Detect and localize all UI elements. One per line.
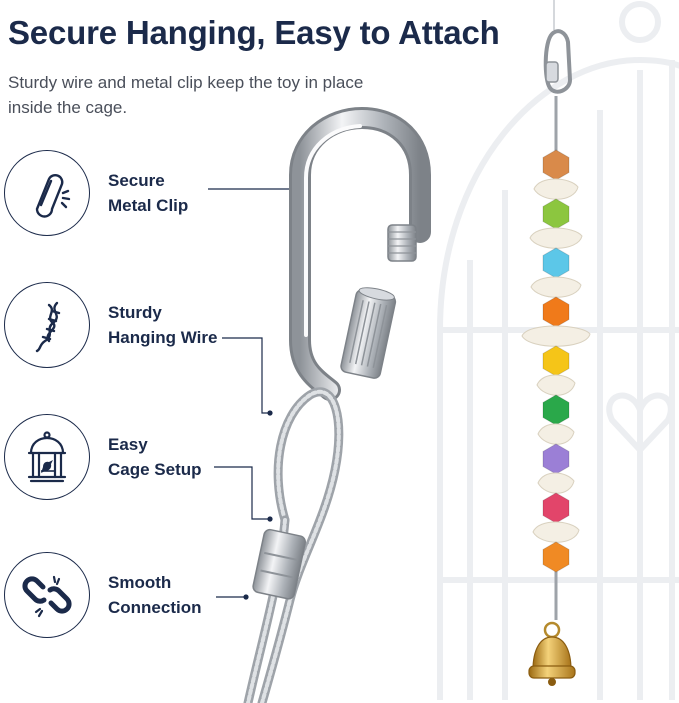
feature-icon-circle (4, 150, 90, 236)
feature-label-line2: Metal Clip (108, 196, 189, 215)
twisted-wire-icon (35, 301, 61, 353)
toy-bead (542, 492, 570, 524)
feature-label: Sturdy Hanging Wire (108, 300, 238, 350)
birdcage-icon (27, 431, 67, 483)
toy-bead (542, 345, 570, 377)
feature-label-line2: Connection (108, 598, 202, 617)
toy-cuttlebone-chip (537, 472, 575, 494)
chain-link-icon (22, 575, 72, 618)
toy-bead (542, 443, 570, 475)
feature-label-line2: Hanging Wire (108, 328, 218, 347)
feature-sturdy-hanging-wire: Sturdy Hanging Wire (4, 282, 234, 372)
toy-cuttlebone-chip (521, 325, 591, 347)
toy-cuttlebone-chip (532, 521, 580, 543)
toy-bead (542, 198, 570, 230)
feature-icon-circle (4, 414, 90, 500)
toy-cuttlebone-chip (537, 423, 575, 445)
toy-cuttlebone-chip (529, 227, 583, 249)
toy-clip (543, 29, 573, 94)
feature-icon-circle (4, 282, 90, 368)
feature-smooth-connection: Smooth Connection (4, 552, 234, 642)
toy-cuttlebone-chip (536, 374, 576, 396)
callout-lines (208, 186, 305, 600)
feature-label-line1: Easy (108, 435, 148, 454)
feature-label-line1: Secure (108, 171, 165, 190)
toy-cuttlebone-chip (530, 276, 582, 298)
toy-bead (542, 394, 570, 426)
feature-label-line1: Sturdy (108, 303, 162, 322)
background-birdcage (437, 1, 679, 700)
crimp-ferrule (252, 528, 307, 600)
toy-cuttlebone-chip (533, 178, 579, 200)
toy-beads (521, 149, 591, 573)
toy-bead (542, 149, 570, 181)
toy-bead (542, 541, 570, 573)
feature-label: Easy Cage Setup (108, 432, 238, 482)
feature-label-line1: Smooth (108, 573, 172, 592)
feature-label: Smooth Connection (108, 570, 238, 620)
feature-easy-cage-setup: Easy Cage Setup (4, 414, 234, 504)
feature-label: Secure Metal Clip (108, 168, 238, 218)
page-title: Secure Hanging, Easy to Attach (8, 14, 500, 51)
feature-secure-metal-clip: Secure Metal Clip (4, 150, 234, 240)
bell-icon (528, 621, 576, 686)
toy-bead (542, 296, 570, 328)
page-subtitle: Sturdy wire and metal clip keep the toy … (8, 73, 364, 117)
feature-label-line2: Cage Setup (108, 460, 202, 479)
metal-clip (289, 106, 431, 401)
toy-bead (542, 247, 570, 279)
feature-icon-circle (4, 552, 90, 638)
carabiner-icon (35, 173, 71, 218)
